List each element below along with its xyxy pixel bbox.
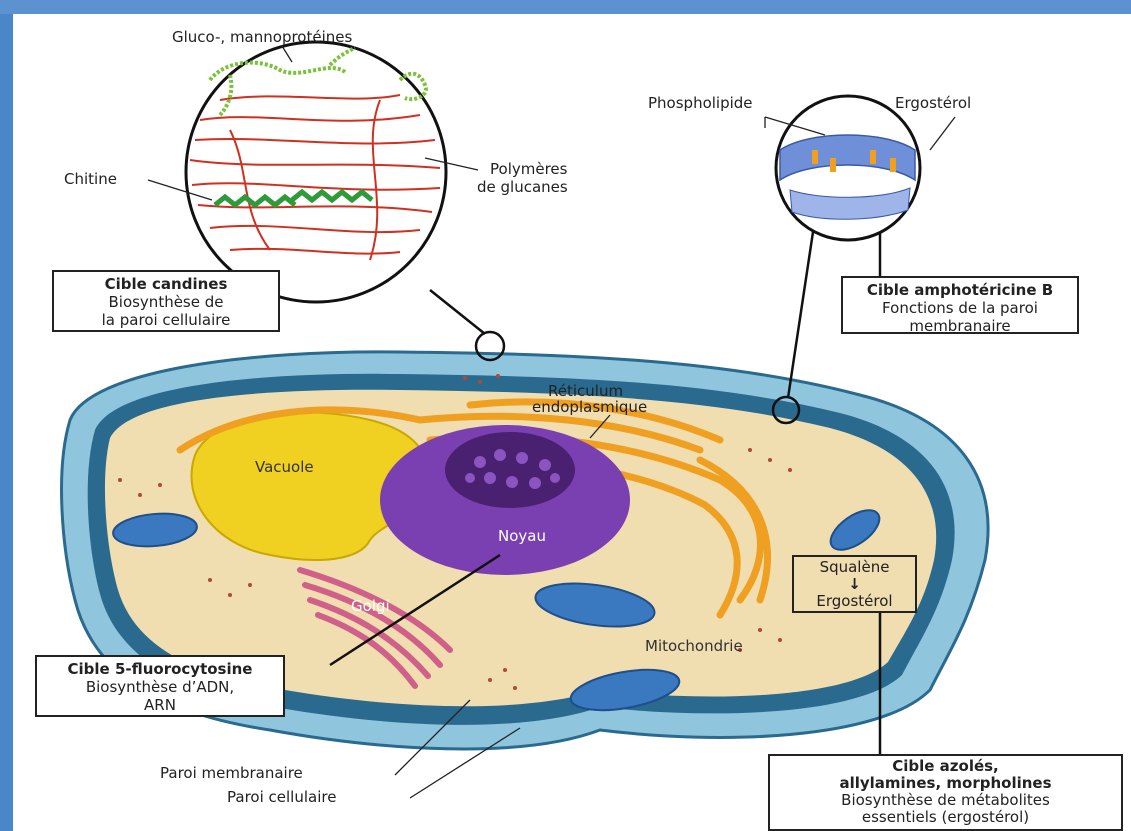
label-paroi-cellulaire: Paroi cellulaire xyxy=(227,788,336,806)
box-fluorocytosine-title: Cible 5-fluorocytosine xyxy=(43,660,277,678)
box-amphotericine-title: Cible amphotéricine B xyxy=(849,281,1071,299)
box-azoles-line1: Biosynthèse de métabolites xyxy=(776,792,1115,809)
label-polymeres-2: de glucanes xyxy=(477,178,568,196)
box-azoles-title1: Cible azolés, xyxy=(776,758,1115,775)
nucleolus-shape xyxy=(445,432,575,508)
label-ergosterol-top: Ergostérol xyxy=(895,94,971,112)
label-chitine: Chitine xyxy=(64,170,117,188)
box-amphotericine-line2: membranaire xyxy=(849,317,1071,335)
box-squalene-arrow: ↓ xyxy=(798,576,911,593)
wall-magnified-circle xyxy=(186,42,446,302)
box-azoles-title2: allylamines, morpholines xyxy=(776,775,1115,792)
box-fluorocytosine-line1: Biosynthèse d’ADN, xyxy=(43,678,277,696)
box-cible-candines: Cible candines Biosynthèse de la paroi c… xyxy=(52,270,280,332)
label-mitochondrie: Mitochondrie xyxy=(645,637,743,655)
box-squalene-line1: Squalène xyxy=(798,559,911,576)
label-noyau: Noyau xyxy=(498,527,546,545)
box-squalene-line2: Ergostérol xyxy=(798,593,911,610)
label-paroi-membranaire: Paroi membranaire xyxy=(160,764,303,782)
label-vacuole: Vacuole xyxy=(255,458,314,476)
box-azoles-line2: essentiels (ergostérol) xyxy=(776,809,1115,826)
box-squalene-ergosterol: Squalène ↓ Ergostérol xyxy=(792,555,917,613)
label-polymeres-1: Polymères xyxy=(490,160,567,178)
box-fluorocytosine-line2: ARN xyxy=(43,696,277,714)
box-cible-amphotericine: Cible amphotéricine B Fonctions de la pa… xyxy=(841,276,1079,334)
box-cible-fluorocytosine: Cible 5-fluorocytosine Biosynthèse d’ADN… xyxy=(35,655,285,717)
label-golgi: Golgi xyxy=(351,597,390,615)
label-phospholipide: Phospholipide xyxy=(648,94,753,112)
box-candines-line2: la paroi cellulaire xyxy=(60,311,272,329)
box-candines-line1: Biosynthèse de xyxy=(60,293,272,311)
box-amphotericine-line1: Fonctions de la paroi xyxy=(849,299,1071,317)
box-candines-title: Cible candines xyxy=(60,275,272,293)
label-glucomannoproteines: Gluco-, mannoprotéines xyxy=(172,28,352,46)
label-reticulum-2: endoplasmique xyxy=(532,398,647,416)
box-cible-azoles: Cible azolés, allylamines, morpholines B… xyxy=(768,754,1123,831)
